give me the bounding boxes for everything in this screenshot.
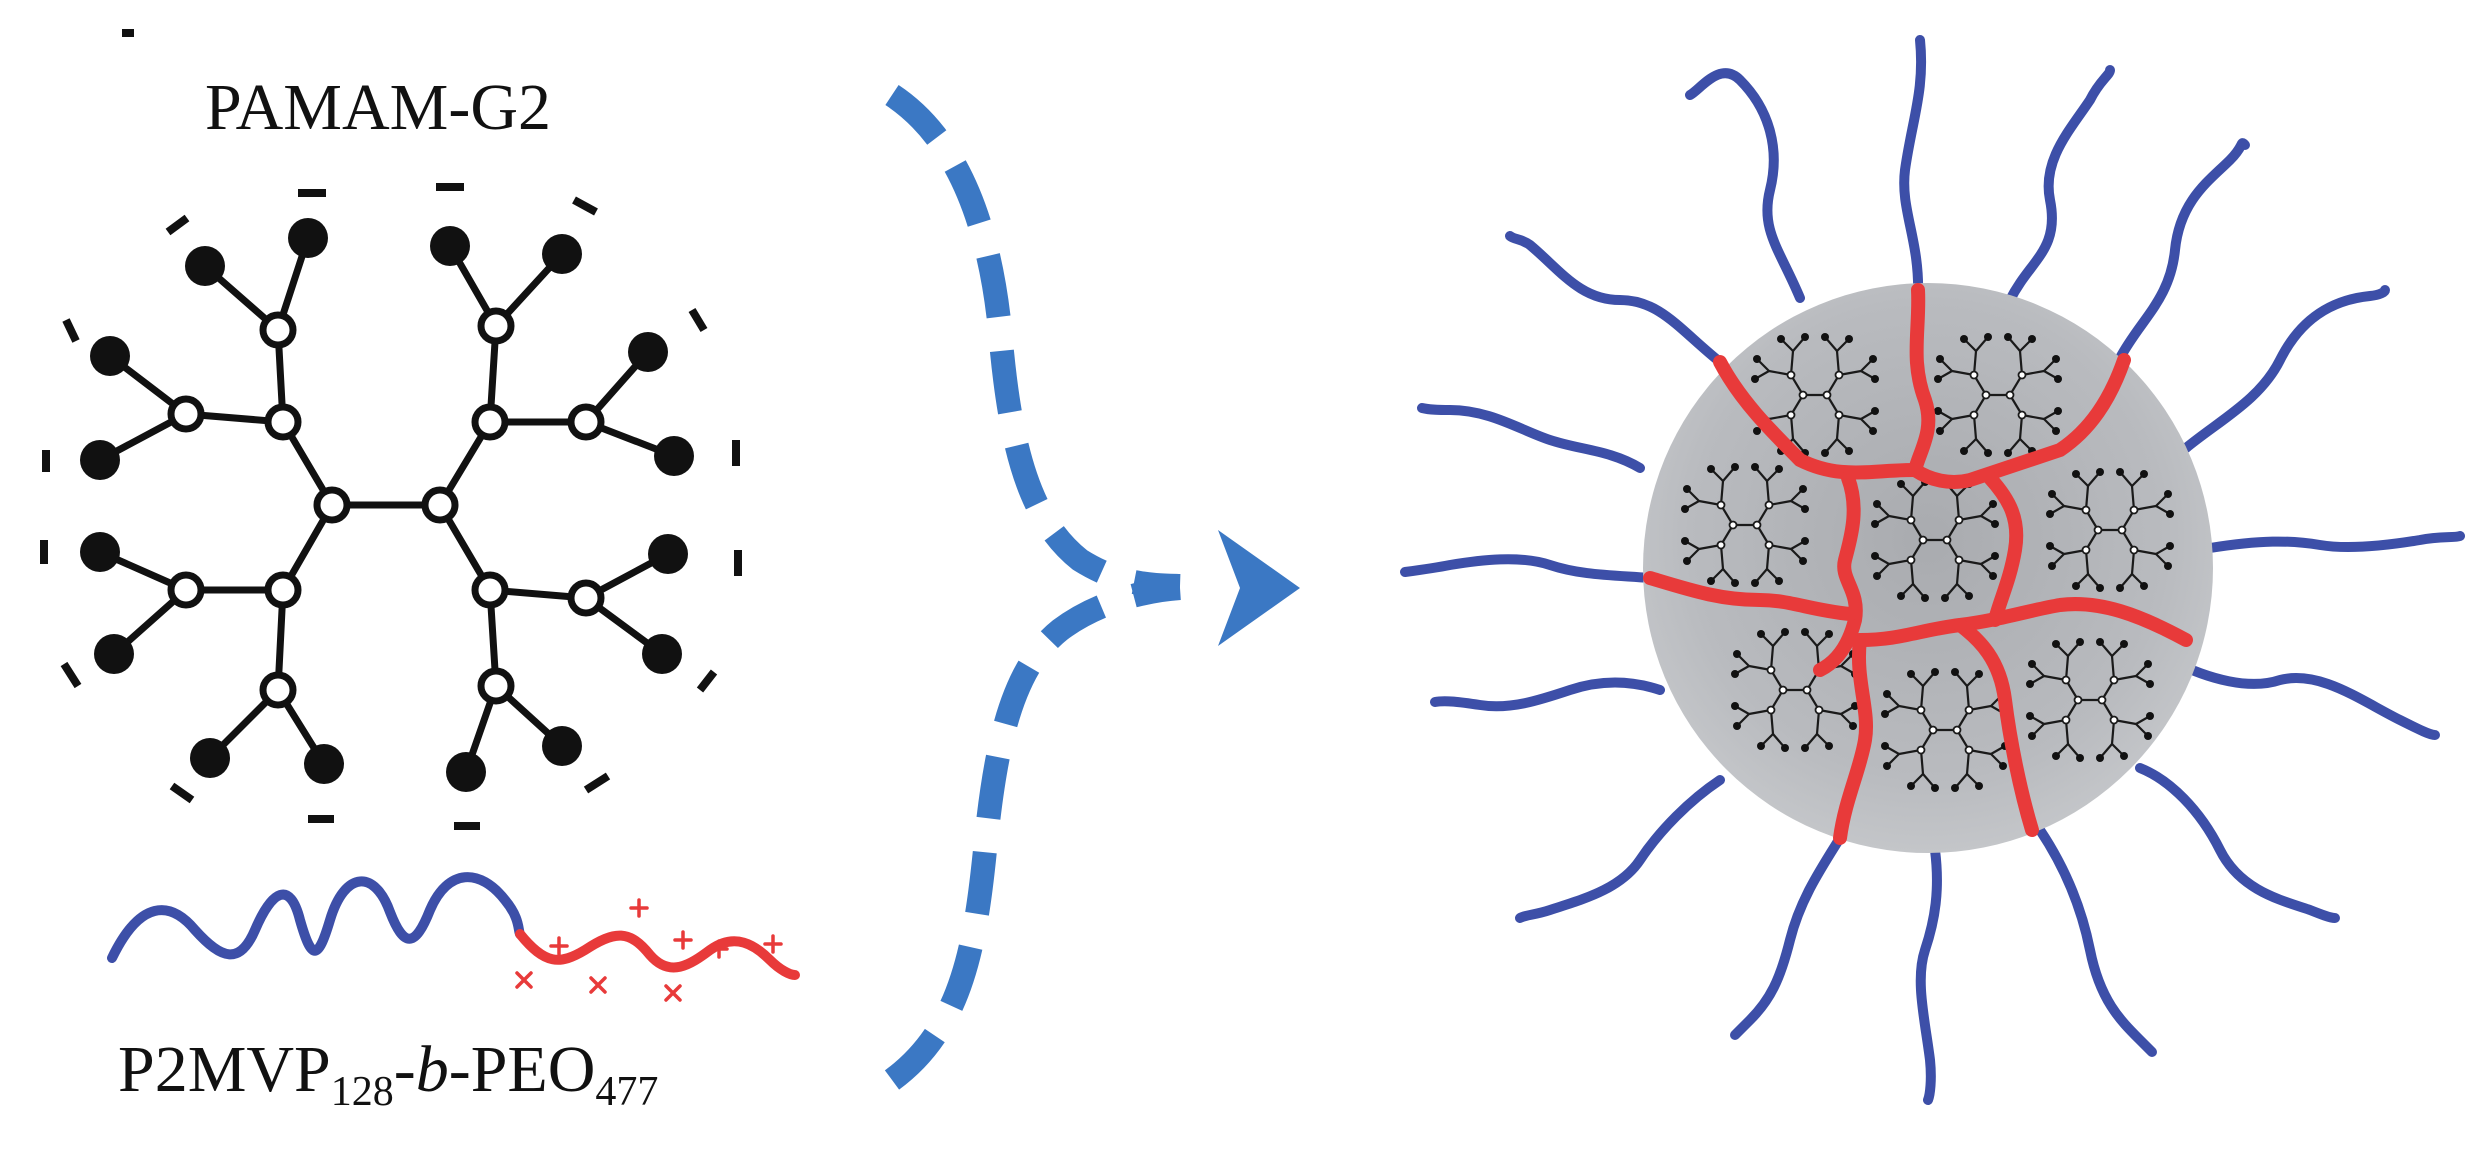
p2mvp-network xyxy=(1643,283,2193,845)
p2mvp-text: P2MVP xyxy=(118,1033,331,1106)
peo-block xyxy=(107,872,525,963)
terminal-groups xyxy=(80,218,694,792)
block-b-text: b xyxy=(415,1033,449,1106)
peo-text: -PEO xyxy=(448,1033,596,1106)
pamam-g2-label: PAMAM-G2 xyxy=(205,71,551,144)
p2mvp-dp: 128 xyxy=(330,1069,394,1115)
dendrimer-bonds xyxy=(96,234,678,776)
arrow-head xyxy=(1218,530,1300,646)
p2mvp-block xyxy=(515,929,800,980)
merge-arrow xyxy=(884,84,1300,1090)
branch-points xyxy=(167,307,605,709)
pamam-g2-dendrimer xyxy=(40,29,742,830)
positive-charges xyxy=(515,898,783,1002)
arrow-lower-branch xyxy=(884,576,1181,1090)
arrow-upper-branch xyxy=(885,84,1181,598)
diblock-copolymer xyxy=(107,872,800,1002)
copolymer-label: P2MVP128-b-PEO477 xyxy=(118,1032,658,1116)
dash-text: - xyxy=(393,1033,416,1106)
micelle xyxy=(1400,35,2465,1105)
negative-charges xyxy=(40,29,742,830)
peo-dp: 477 xyxy=(595,1069,659,1115)
peo-corona xyxy=(1400,35,2465,1105)
